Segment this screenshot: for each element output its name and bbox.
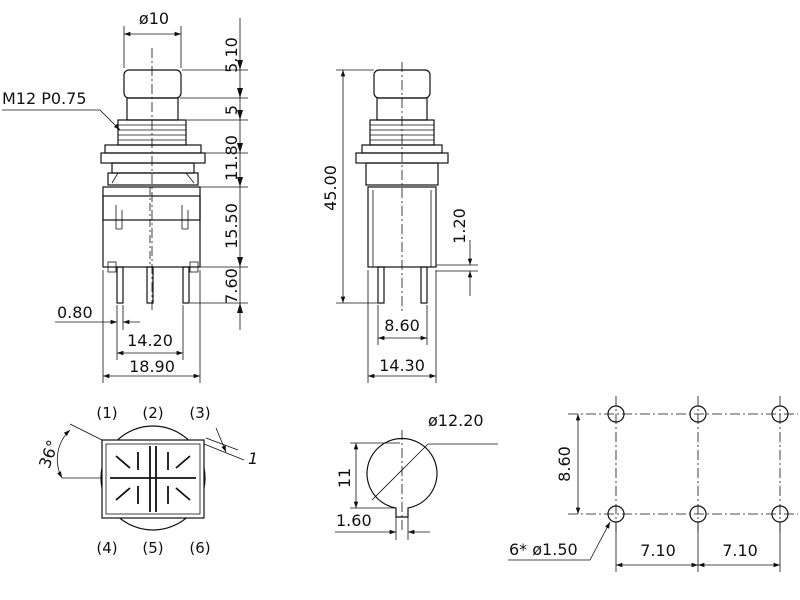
side-view: 45.00 1.20 8.60 14.30	[321, 62, 478, 383]
dim-col-pitch-2: 7.10	[722, 541, 758, 560]
pin-label-1: (1)	[96, 404, 117, 422]
dim-side-pin-span: 8.60	[384, 316, 420, 335]
front-horizontal-dims: 0.80 14.20 18.90	[55, 270, 201, 383]
bottom-view: 36° 1 (1) (2) (3) (4) (5) (6)	[35, 404, 258, 557]
dim-body-width: 18.90	[129, 357, 175, 376]
front-vertical-dims: 5.10 5 11.80 15.50 7.60	[180, 18, 248, 330]
cutout-outline	[366, 438, 438, 518]
pcb-hole	[607, 405, 625, 423]
actuator-plunger	[126, 97, 179, 121]
dim-offset: 1.20	[450, 208, 469, 244]
front-view: ø10 M12 P0.75 5.10 5 11.80 15.50 7.60	[2, 9, 248, 383]
actuator-cap	[123, 69, 182, 99]
dim-pin-pitch: 14.20	[127, 331, 173, 350]
panel-washer	[100, 152, 206, 164]
dim-v5: 7.60	[222, 268, 241, 304]
dim-col-pitch-1: 7.10	[640, 541, 676, 560]
pin-slots	[115, 452, 191, 504]
dim-angle: 36°	[35, 438, 63, 471]
pcb-hole	[689, 405, 707, 423]
pin-label-5: (5)	[142, 539, 163, 557]
dim-v2: 5	[222, 105, 241, 115]
dim-cutout-flat: 11	[335, 468, 354, 488]
pin-label-3: (3)	[189, 404, 210, 422]
dim-hole-spec: 6* ø1.50	[509, 540, 578, 559]
dim-row-pitch: 8.60	[555, 446, 574, 482]
dim-thread-spec: M12 P0.75	[2, 89, 87, 108]
panel-cutout: ø12.20 11 1.60	[335, 411, 498, 540]
dim-top-diameter: ø10	[139, 9, 169, 28]
front-pins	[107, 261, 199, 304]
dim-v4: 15.50	[222, 203, 241, 249]
pin-label-2: (2)	[142, 404, 163, 422]
mounting-nut	[104, 144, 202, 154]
dim-cutout-key: 1.60	[336, 511, 372, 530]
dim-gap: 1	[248, 449, 258, 468]
pin-label-4: (4)	[96, 539, 117, 557]
dim-v1: 5.10	[222, 37, 241, 73]
dim-pin-thickness: 0.80	[57, 303, 93, 322]
pcb-layout: 8.60 6* ø1.50 7.10 7.10	[508, 396, 798, 572]
dim-v3: 11.80	[222, 135, 241, 181]
pcb-hole	[771, 405, 789, 423]
dim-cutout-diameter: ø12.20	[428, 411, 484, 430]
pin-label-6: (6)	[189, 539, 210, 557]
switch-body	[102, 186, 201, 268]
bottom-body	[101, 439, 205, 519]
dim-side-width: 14.30	[379, 356, 425, 375]
dim-total-height: 45.00	[321, 165, 340, 211]
